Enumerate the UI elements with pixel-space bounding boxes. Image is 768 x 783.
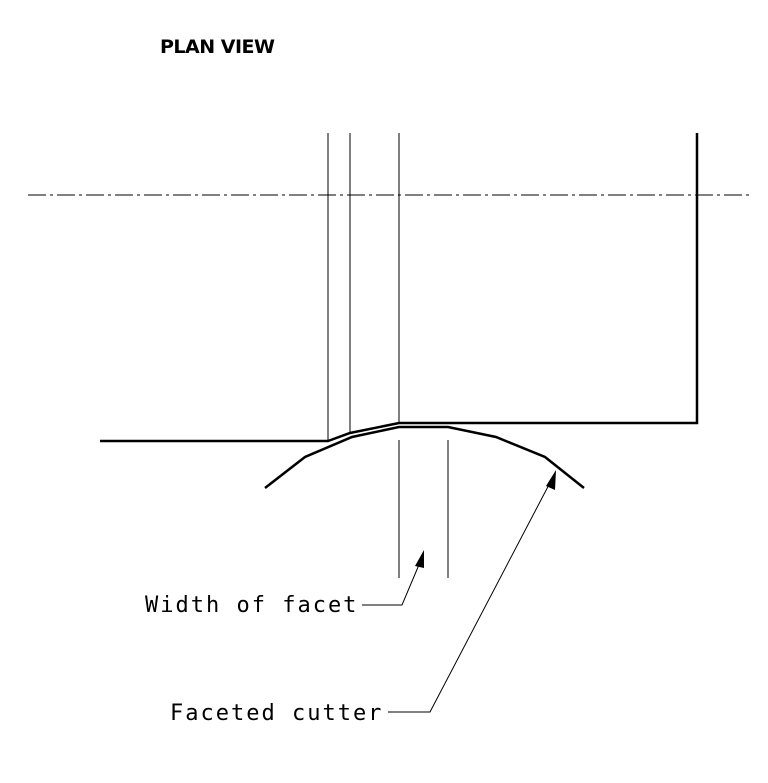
- faceted-cutter-leader: [388, 476, 554, 713]
- workpiece-outline: [100, 133, 699, 443]
- width-of-facet-arrowhead: [415, 550, 424, 568]
- faceted-cutter-profile: [264, 425, 585, 489]
- faceted-cutter-label: Faceted cutter: [170, 701, 383, 726]
- width-of-facet-leader: [362, 559, 422, 606]
- faceted-cutter-arrowhead: [546, 470, 556, 490]
- drawing-title: PLAN VIEW: [160, 36, 275, 58]
- width-of-facet-label: Width of facet: [145, 593, 358, 618]
